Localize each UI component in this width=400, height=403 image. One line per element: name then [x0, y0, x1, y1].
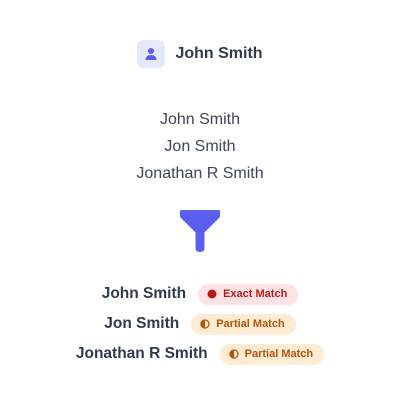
badge-label: Partial Match — [216, 318, 285, 330]
partial-match-badge: Partial Match — [191, 313, 296, 335]
result-row: John Smith Exact Match — [102, 279, 299, 309]
half-circle-icon — [228, 349, 239, 359]
input-name-item: Jon Smith — [164, 138, 236, 155]
partial-match-badge: Partial Match — [219, 343, 325, 365]
badge-label: Partial Match — [244, 348, 314, 360]
filled-circle-icon — [207, 289, 217, 299]
query-name: John Smith — [175, 45, 263, 62]
avatar — [137, 40, 166, 68]
badge-label: Exact Match — [223, 288, 288, 300]
match-results: John Smith Exact Match Jon Smith Partial… — [0, 279, 400, 369]
filter-funnel-icon — [180, 210, 220, 252]
result-row: Jonathan R Smith Partial Match — [75, 339, 325, 369]
user-icon — [145, 48, 157, 60]
result-name: Jonathan R Smith — [75, 345, 208, 362]
result-name: John Smith — [101, 285, 187, 302]
exact-match-badge: Exact Match — [198, 283, 299, 305]
result-row: Jon Smith Partial Match — [104, 309, 296, 339]
input-name-list: John Smith Jon Smith Jonathan R Smith — [0, 106, 400, 187]
input-name-item: Jonathan R Smith — [136, 165, 264, 182]
input-name-item: John Smith — [159, 111, 241, 128]
half-circle-icon — [200, 319, 210, 329]
result-name: Jon Smith — [104, 315, 180, 332]
query-header: John Smith — [0, 39, 400, 69]
